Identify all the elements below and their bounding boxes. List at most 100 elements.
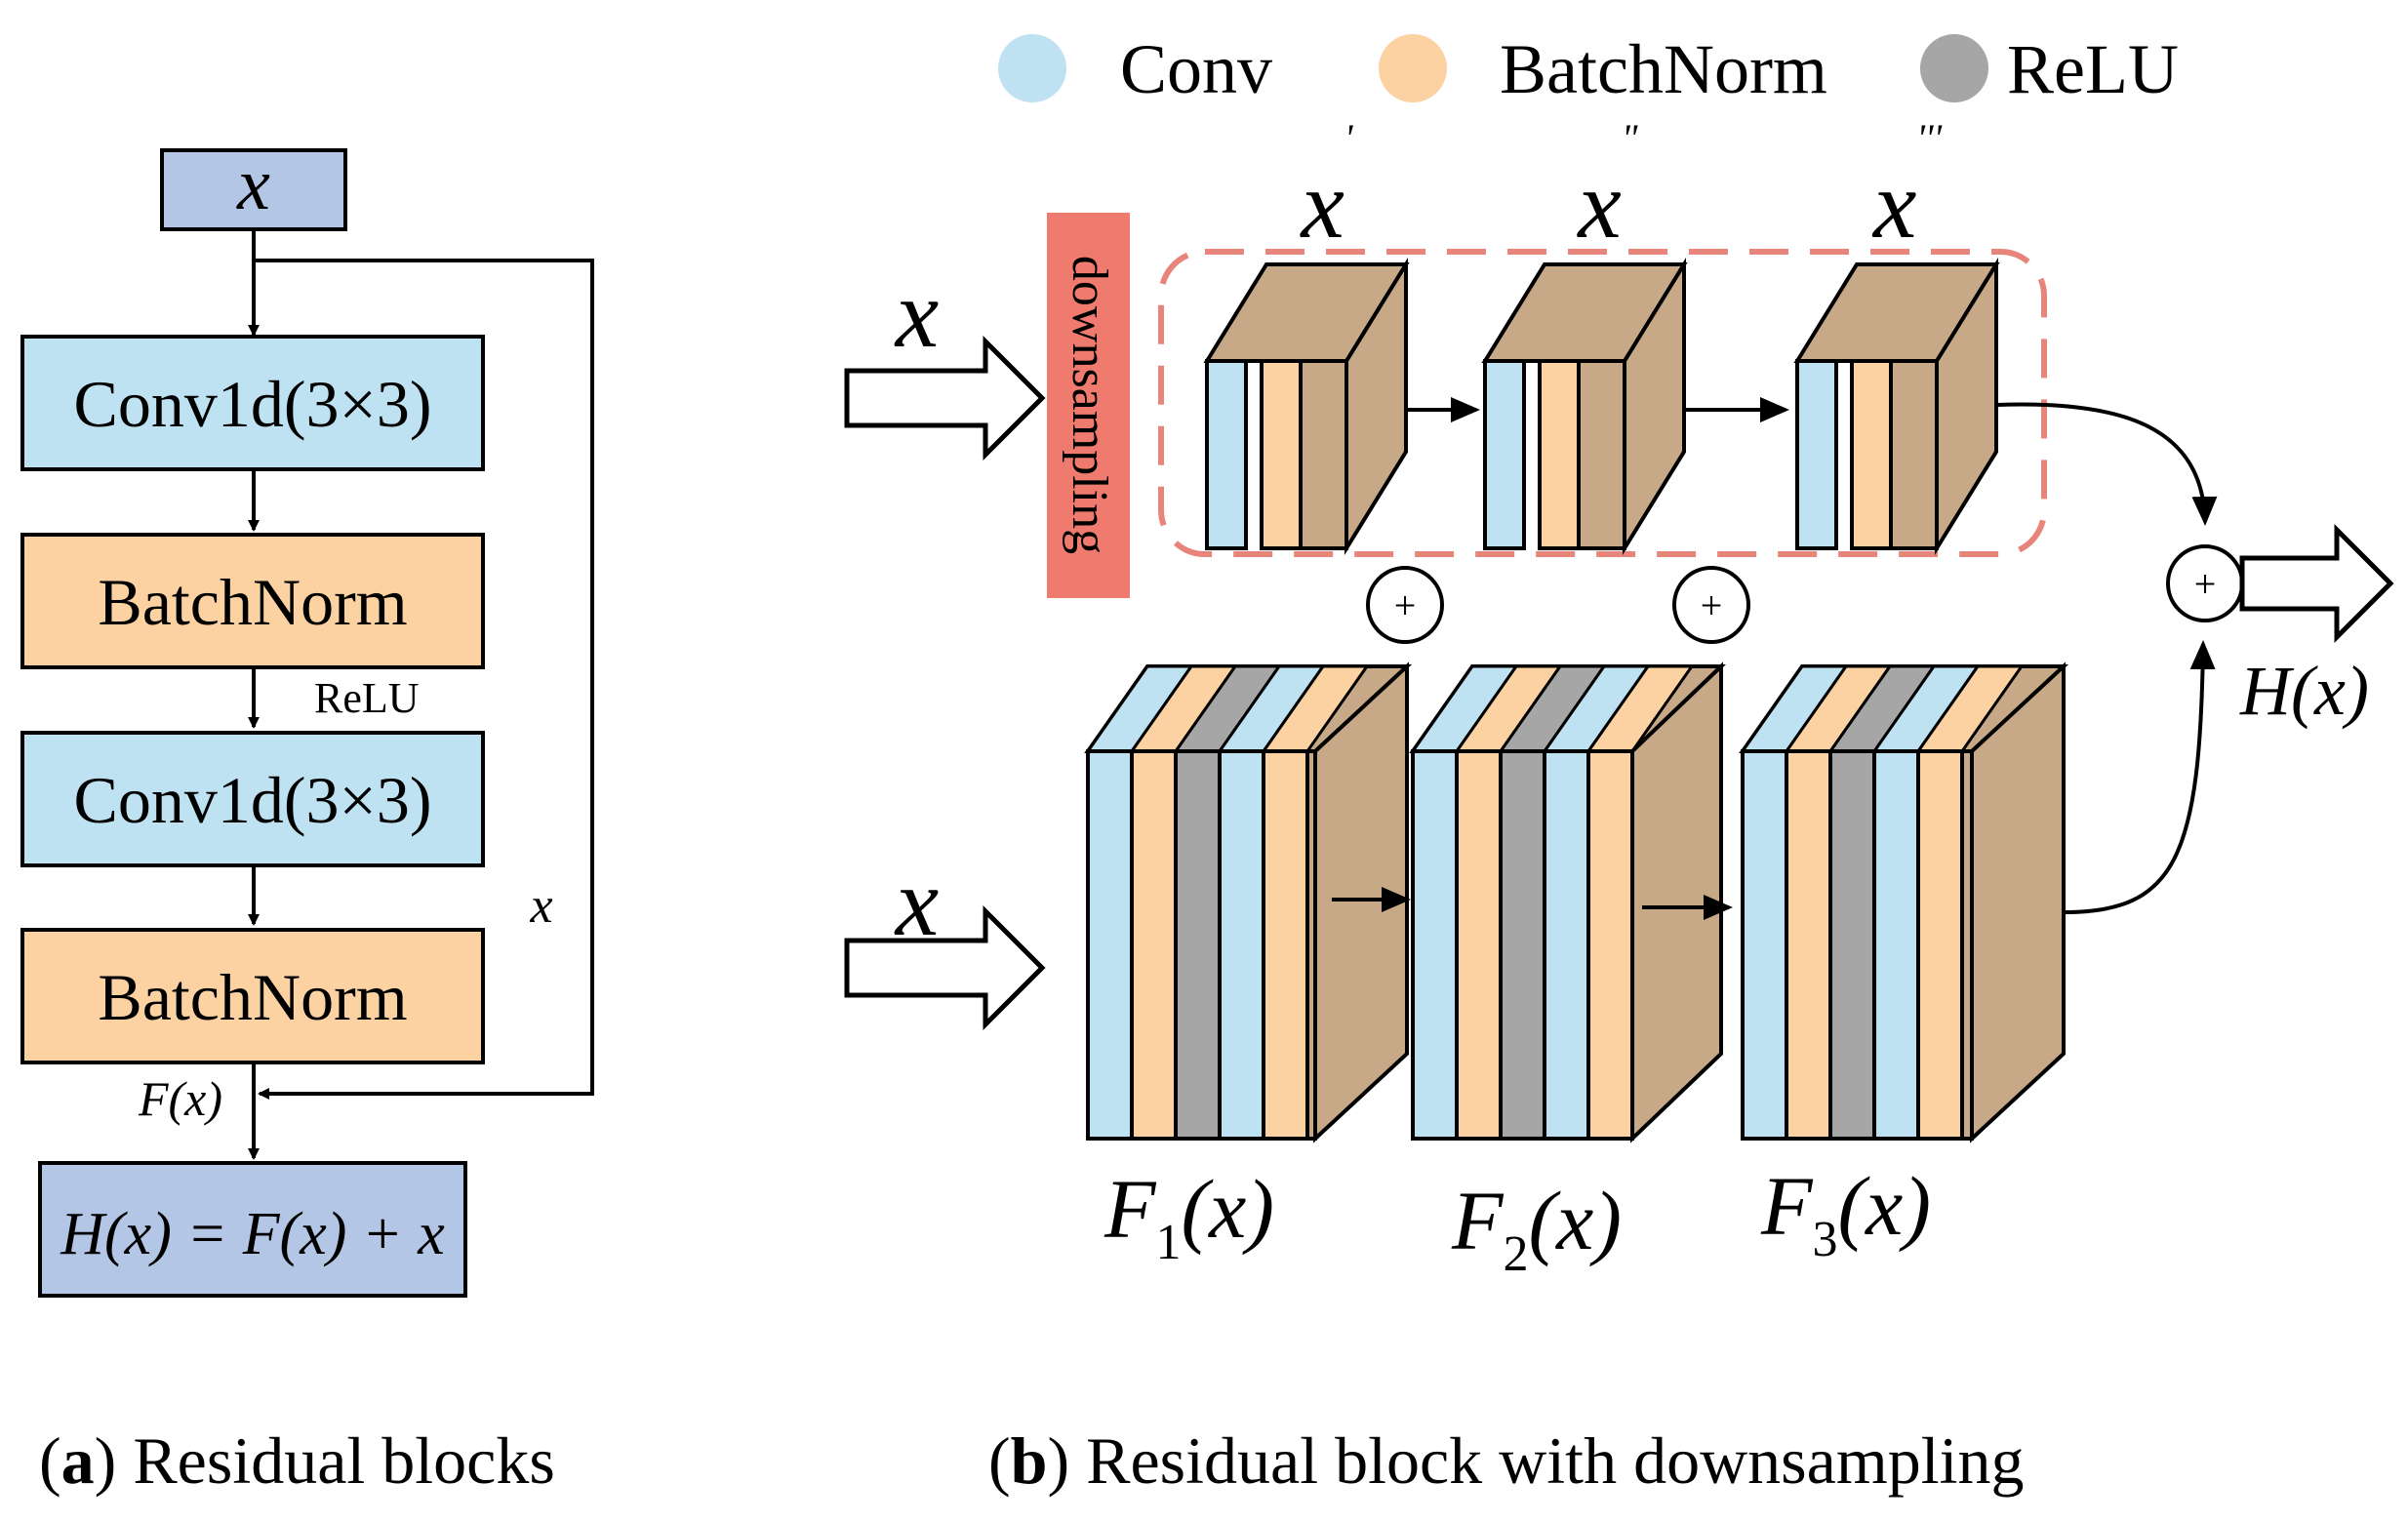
legend-relu-label: ReLU <box>2007 30 2179 108</box>
bn2-label: BatchNorm <box>98 960 407 1034</box>
f2-argument: (x) <box>1529 1174 1622 1267</box>
bottom-block-1-conv <box>1086 749 1134 1141</box>
bottom-block-2-bn2 <box>1586 749 1634 1141</box>
f1-subscript: 1 <box>1156 1215 1182 1270</box>
x1-prime: ' <box>1344 116 1354 160</box>
bottom-block-1-conv2 <box>1218 749 1265 1141</box>
downsampling-block <box>1047 213 1130 598</box>
input-label: x <box>236 143 270 225</box>
input-box <box>160 148 347 231</box>
x-prime-3: x''' <box>1871 116 1944 259</box>
bottom-block-1-bn2 <box>1262 749 1309 1141</box>
legend-batchnorm-swatch <box>1379 34 1447 102</box>
fx-label: F(x) <box>138 1071 222 1126</box>
plus-sign-2: + <box>1701 583 1723 627</box>
legend-relu-swatch <box>1920 34 1988 102</box>
top-block-3-front <box>1889 359 1939 550</box>
panel-b: downsampling x x x' x" <box>844 116 2394 1498</box>
f3-letter: F <box>1760 1159 1814 1253</box>
conv1-label: Conv1d(3×3) <box>74 367 432 441</box>
f3-label: F3(x) <box>1760 1159 1931 1267</box>
bottom-input-arrow <box>844 904 1046 1031</box>
plus-sign-1: + <box>1394 583 1417 627</box>
bottom-block-3-bn <box>1785 749 1832 1141</box>
bottom-block-3-conv <box>1741 749 1788 1141</box>
bn1-box <box>20 533 485 669</box>
bottom-block-3-side <box>1970 661 2066 1143</box>
skip-label: x <box>529 878 552 934</box>
bottom-block-1-relu <box>1174 749 1222 1141</box>
f2-subscript: 2 <box>1504 1226 1529 1282</box>
x3-prime: ''' <box>1916 116 1943 160</box>
legend: Conv BatchNorm ReLU <box>998 30 2179 108</box>
bottom-block-2-conv <box>1411 749 1459 1141</box>
legend-conv-swatch <box>998 34 1066 102</box>
output-box <box>38 1161 467 1298</box>
bottom-block-3-conv2 <box>1872 749 1920 1141</box>
caption-b: (b) Residual block with downsampling <box>988 1423 2025 1498</box>
bn2-box <box>20 928 485 1064</box>
top-block-2 <box>1481 257 1688 556</box>
top-to-sum-curve <box>1995 402 2218 526</box>
bottom-block-1-front <box>1305 749 1317 1141</box>
bottom-block-1-side <box>1313 661 1409 1143</box>
skip-connection <box>254 259 594 1100</box>
caption-a-text: Residual blocks <box>133 1423 555 1498</box>
plus-circle-2 <box>1672 566 1750 644</box>
x3-letter: x <box>1871 150 1916 259</box>
caption-b-letter: b <box>1011 1423 1048 1498</box>
caption-b-text: Residual block with downsampling <box>1086 1423 2024 1498</box>
f2-letter: F <box>1451 1174 1505 1267</box>
bottom-input-label: x <box>894 848 939 956</box>
legend-conv-label: Conv <box>1120 30 1272 108</box>
top-block-3 <box>1793 257 2000 556</box>
bottom-block-2 <box>1409 661 1726 1143</box>
top-input-arrow <box>844 335 1046 461</box>
bn1-label: BatchNorm <box>98 565 407 639</box>
top-block-1-conv <box>1205 359 1248 550</box>
hx-label: H(x) <box>2239 652 2369 730</box>
f1-argument: (x) <box>1182 1162 1274 1256</box>
x2-prime: " <box>1622 116 1638 160</box>
bottom-block-2-conv2 <box>1543 749 1590 1141</box>
bottom-block-2-side <box>1630 661 1723 1143</box>
x-prime-1: x' <box>1300 116 1354 259</box>
relu-label: ReLU <box>314 674 420 722</box>
bottom-block-1 <box>1084 661 1413 1143</box>
bottom-block-1-bn <box>1130 749 1178 1141</box>
caption-a-letter: a <box>61 1423 95 1498</box>
top-block-1 <box>1203 257 1410 556</box>
conv1-box <box>20 335 485 471</box>
f3-subscript: 3 <box>1813 1212 1838 1267</box>
panel-a: x x Conv1d(3×3) BatchNorm ReLU Conv1d(3×… <box>20 143 594 1498</box>
bottom-block-3-relu <box>1828 749 1876 1141</box>
f1-label: F1(x) <box>1104 1162 1274 1270</box>
conv2-label: Conv1d(3×3) <box>74 763 432 837</box>
top-block-2-conv <box>1483 359 1526 550</box>
bottom-block-2-relu <box>1499 749 1546 1141</box>
top-block-3-conv <box>1795 359 1838 550</box>
bottom-block-3-front <box>1960 749 1974 1141</box>
x2-letter: x <box>1576 150 1621 259</box>
downsampling-label: downsampling <box>1062 256 1117 554</box>
x-prime-2: x" <box>1576 116 1637 259</box>
top-block-3-bn <box>1850 359 1893 550</box>
legend-batchnorm-label: BatchNorm <box>1500 30 1827 108</box>
sum-plus-sign: + <box>2194 562 2217 606</box>
caption-a: (a) Residual blocks <box>39 1423 555 1498</box>
top-block-1-front <box>1299 359 1348 550</box>
f3-argument: (x) <box>1838 1159 1931 1253</box>
f2-label: F2(x) <box>1451 1174 1622 1282</box>
top-input-label: x <box>894 260 939 368</box>
plus-circle-1 <box>1366 566 1444 644</box>
f1-letter: F <box>1104 1162 1157 1256</box>
bottom-to-sum-curve <box>2063 640 2216 914</box>
top-block-2-bn <box>1538 359 1581 550</box>
top-block-1-bn <box>1260 359 1303 550</box>
top-block-2-front <box>1577 359 1626 550</box>
bottom-block-3-bn2 <box>1916 749 1964 1141</box>
output-label: H(x) = F(x) + x <box>60 1201 445 1267</box>
bottom-block-3 <box>1739 661 2069 1143</box>
x1-letter: x <box>1300 150 1344 259</box>
